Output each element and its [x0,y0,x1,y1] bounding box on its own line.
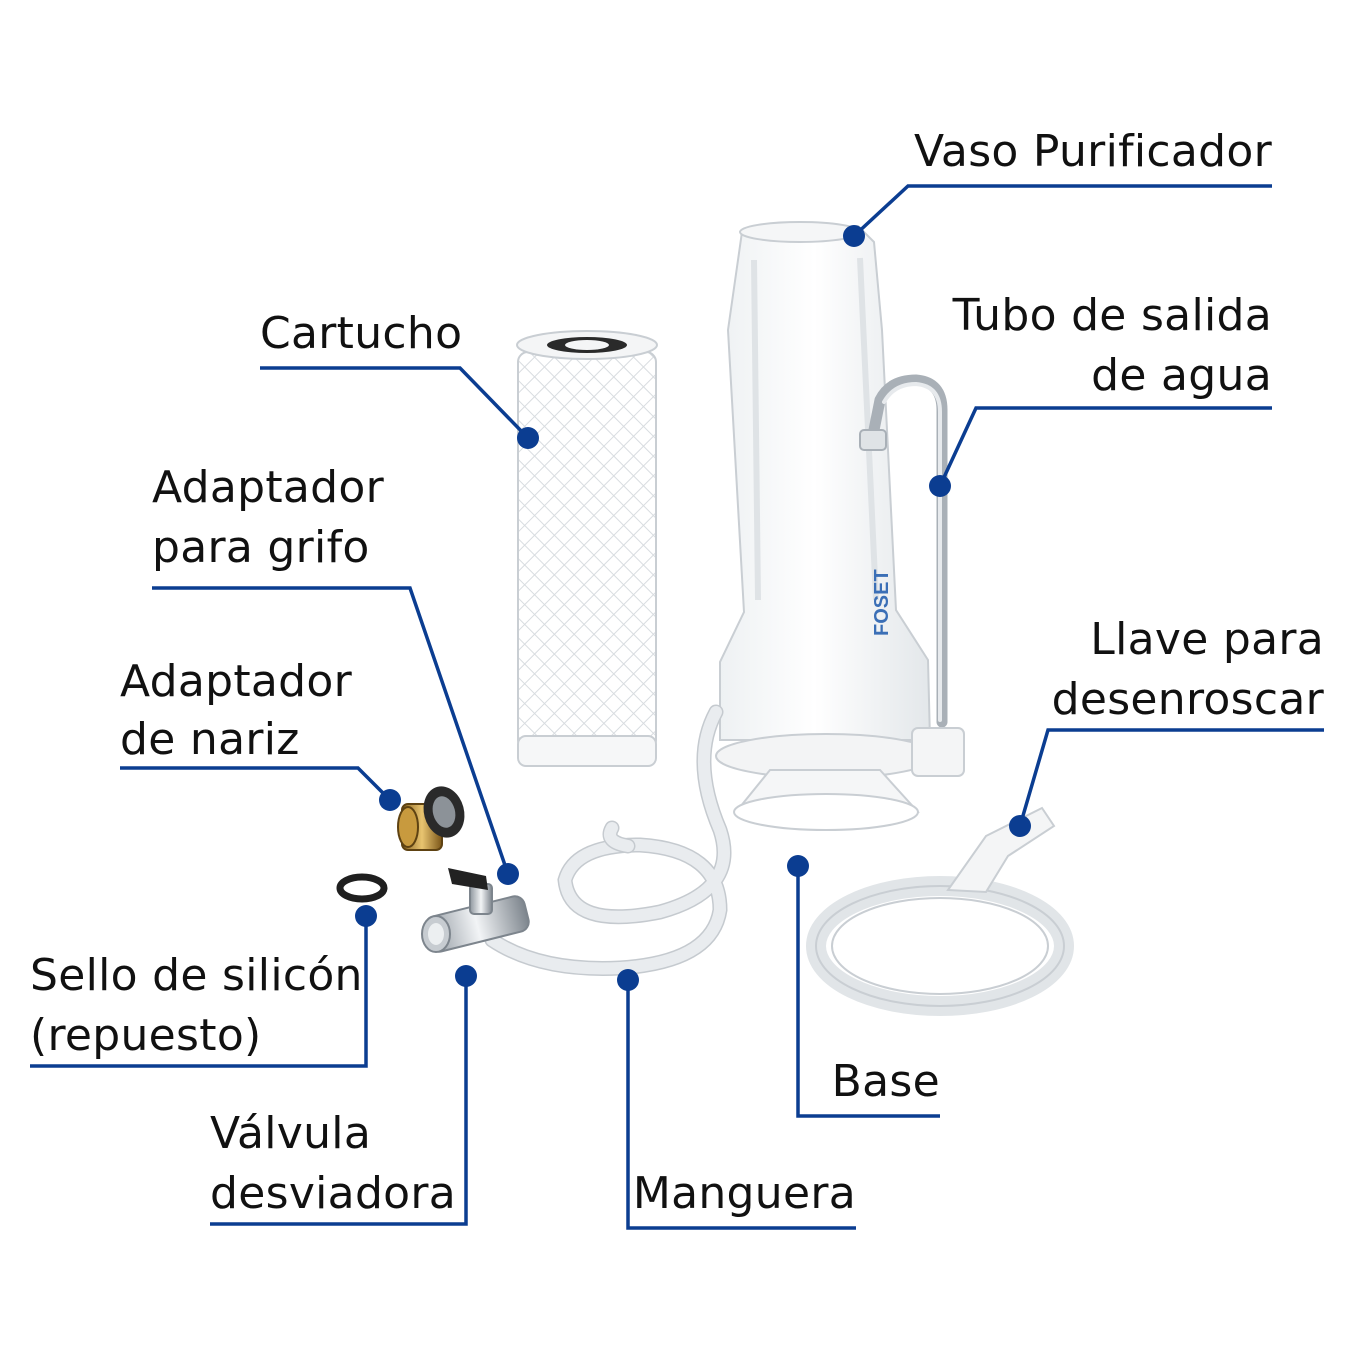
cartridge-illustration [516,330,658,767]
leader-lines [30,184,1324,1230]
leader-base [796,866,940,1118]
brand-mark: FOSET [871,569,893,636]
leader-adaptador-grifo [152,586,510,875]
labels: Vaso Purificador Tubo de salida de agua … [30,126,1325,1219]
diverter-valve-illustration [421,868,530,953]
leader-dot-manguera [617,969,639,991]
leader-manguera [626,980,856,1230]
label-adaptador-grifo-line1: Adaptador [152,462,385,513]
leader-sello [30,916,368,1068]
label-adaptador-nariz-line2: de nariz [120,714,300,765]
label-tubo-salida-line2: de agua [1091,350,1272,401]
leader-dot-valvula [455,965,477,987]
leader-dot-adaptador-nariz [379,789,401,811]
leader-dot-tubo-salida [929,475,951,497]
label-adaptador-grifo-line2: para grifo [152,522,370,573]
label-valvula-line1: Válvula [210,1108,371,1159]
label-sello-line1: Sello de silicón [30,950,363,1001]
silicone-seal-illustration [336,873,388,903]
nose-adapter-illustration [397,786,465,851]
leader-adaptador-nariz [120,766,392,802]
leader-dot-base [787,855,809,877]
leader-dot-vaso-purificador [843,225,865,247]
leader-dot-llave [1009,815,1031,837]
label-sello-line2: (repuesto) [30,1010,262,1061]
label-base: Base [832,1056,940,1107]
leader-vaso-purificador [852,184,1272,238]
leader-dot-sello [355,905,377,927]
hose-illustration [484,704,732,976]
leader-dot-adaptador-grifo [497,863,519,885]
label-manguera: Manguera [633,1168,856,1219]
product-illustration: FOSET [336,221,1074,1016]
leader-dot-cartucho [517,427,539,449]
label-llave-line1: Llave para [1090,614,1324,665]
leader-tubo-salida [938,406,1272,487]
leader-valvula [210,976,468,1226]
label-valvula-line2: desviadora [210,1168,456,1219]
label-tubo-salida-line1: Tubo de salida [952,290,1272,341]
label-vaso-purificador: Vaso Purificador [914,126,1273,177]
wrench-illustration [806,806,1074,1016]
outlet-tube-illustration [859,374,965,777]
purifier-housing-illustration: FOSET [715,221,937,831]
leader-cartucho [260,366,530,440]
label-adaptador-nariz-line1: Adaptador [120,656,353,707]
leader-llave [1018,728,1324,827]
label-cartucho: Cartucho [260,308,462,359]
label-llave-line2: desenroscar [1052,674,1325,725]
